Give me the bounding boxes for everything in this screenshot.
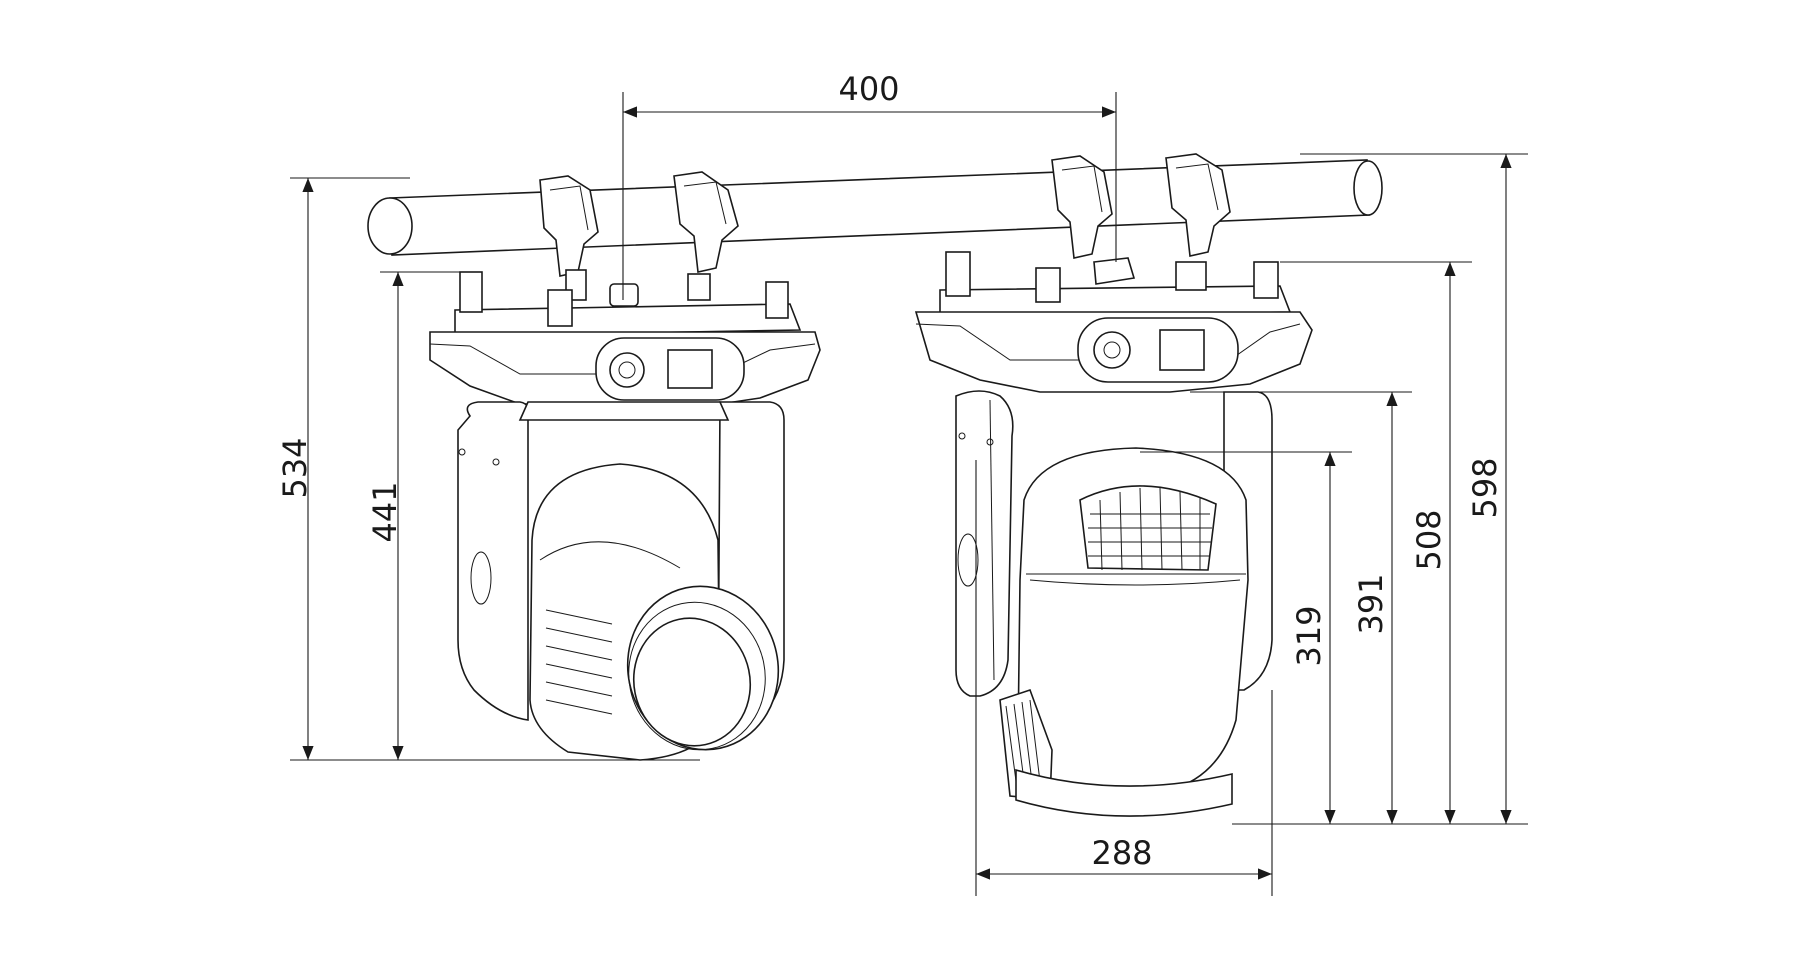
dimension-441 xyxy=(380,271,460,760)
dimension-label-441: 441 xyxy=(366,481,404,542)
left-moving-head-fixture xyxy=(429,171,821,761)
dimension-288 xyxy=(975,460,1273,896)
dimension-319 xyxy=(1140,451,1352,824)
left-clamp-2 xyxy=(673,171,739,301)
dimension-598 xyxy=(1300,153,1528,824)
truss-pipe xyxy=(367,159,1383,256)
dimension-label-534: 534 xyxy=(276,437,314,498)
dimension-400 xyxy=(622,92,1117,300)
dimension-label-319: 319 xyxy=(1290,605,1328,666)
right-moving-head-fixture xyxy=(914,153,1313,817)
right-head-lower-vents xyxy=(999,688,1053,801)
dimension-label-598: 598 xyxy=(1466,457,1504,518)
left-clamp-1 xyxy=(539,175,599,301)
right-clamp-1 xyxy=(1051,155,1113,259)
dimension-508 xyxy=(1280,261,1472,824)
dimension-label-391: 391 xyxy=(1352,573,1390,634)
dimension-label-400: 400 xyxy=(838,70,899,108)
dimension-534 xyxy=(290,177,700,761)
dimension-label-288: 288 xyxy=(1091,834,1152,872)
left-head-vents xyxy=(545,609,613,715)
dimension-391 xyxy=(1190,391,1412,824)
right-head-grille xyxy=(1079,485,1217,571)
dimension-label-508: 508 xyxy=(1410,509,1448,570)
